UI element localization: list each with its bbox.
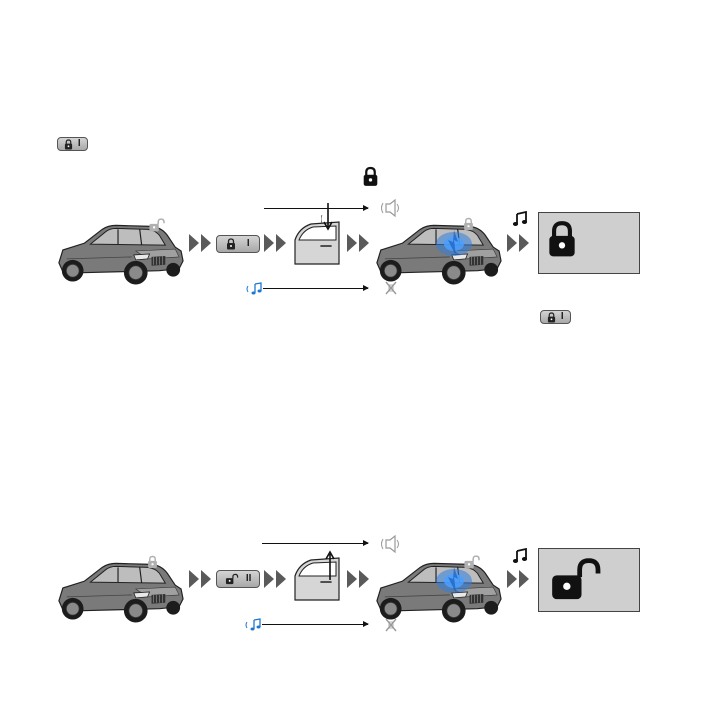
- padlock-closed-icon: [147, 555, 158, 569]
- car-door-image: [291, 218, 343, 268]
- padlock-closed-icon: [64, 139, 73, 150]
- padlock-open-icon: [463, 555, 481, 569]
- sound-arrow: [262, 624, 368, 625]
- padlock-open-icon: [225, 573, 239, 585]
- button-mark: II: [246, 574, 252, 584]
- siren-arrow: [264, 208, 368, 209]
- button-mark: I: [561, 312, 564, 322]
- sound-note-icon: [245, 618, 263, 632]
- chevron-arrows-icon: [347, 570, 371, 588]
- siren-icon: [380, 535, 402, 553]
- padlock-open-icon: [548, 557, 604, 601]
- flashing-lights-icon: [434, 228, 474, 258]
- button-mark: I: [247, 239, 250, 249]
- remote-lock-button: I: [216, 235, 260, 253]
- flashing-lights-icon: [434, 565, 474, 595]
- sound-note-icon: [246, 282, 264, 296]
- chevron-arrows-icon: [189, 234, 213, 252]
- sound-arrow: [263, 288, 368, 289]
- chevron-arrows-icon: [264, 234, 288, 252]
- siren-arrow: [262, 543, 368, 544]
- music-note-icon: [512, 211, 528, 227]
- chevron-arrows-icon: [507, 234, 531, 252]
- padlock-closed-icon: [546, 220, 578, 258]
- padlock-closed-icon: [362, 166, 379, 187]
- confirm-remote-button: I: [540, 310, 571, 324]
- chevron-arrows-icon: [189, 570, 213, 588]
- door-pin-up-arrow-icon: [323, 550, 337, 580]
- remote-unlock-button: II: [216, 570, 260, 588]
- padlock-closed-icon: [463, 217, 474, 231]
- padlock-open-icon: [148, 218, 166, 232]
- chevron-arrows-icon: [264, 570, 288, 588]
- car-image: [53, 216, 186, 288]
- music-note-icon: [512, 548, 528, 564]
- padlock-closed-icon: [226, 238, 236, 250]
- legend-remote-button: I: [57, 137, 88, 151]
- car-image: [53, 554, 186, 626]
- button-mark: I: [78, 139, 81, 149]
- display-panel: [538, 212, 640, 274]
- chevron-arrows-icon: [347, 234, 371, 252]
- siren-icon: [380, 199, 402, 217]
- chevron-arrows-icon: [507, 570, 531, 588]
- padlock-closed-icon: [547, 312, 556, 323]
- display-panel: [538, 548, 640, 612]
